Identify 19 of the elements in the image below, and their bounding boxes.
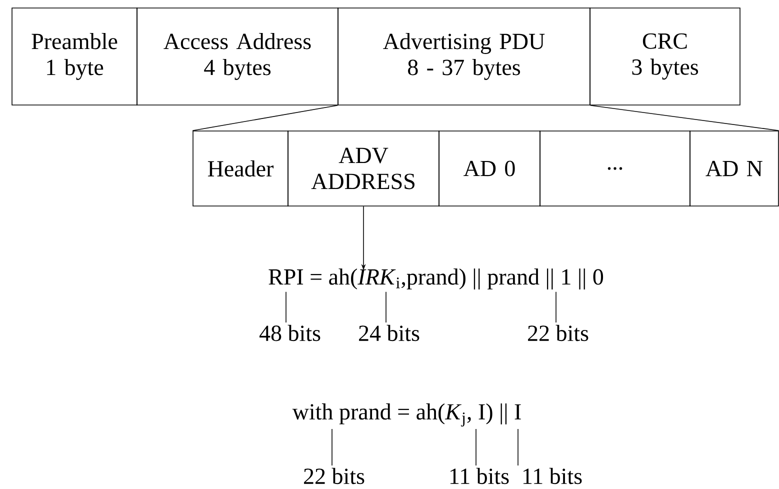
bit-length-label: 11 bits <box>523 468 582 484</box>
bit-length-label: 22 bits <box>528 324 588 342</box>
formula-text: RPI = ah(IRK$_{i}$,prand) || prand || 1 || 0 <box>268 268 604 290</box>
bit-length-label: 48 bits <box>259 324 320 342</box>
subfield-box: ... <box>540 130 690 206</box>
subfield-box: AD N <box>690 130 779 206</box>
bit-length-label: 11 bits <box>450 468 509 484</box>
field-box: Advertising PDU 8 - 37 bytes <box>338 8 590 106</box>
bit-length-label: 22 bits <box>304 468 364 484</box>
field-box: Access Address 4 bytes <box>136 8 338 106</box>
formula-text: with prand = ah(K$_{j}$, I) || I <box>292 403 521 427</box>
field-box: Preamble 1 byte <box>12 8 138 106</box>
subfield-box: AD 0 <box>438 130 540 206</box>
bit-length-label: 24 bits <box>359 324 420 342</box>
expansion-line <box>192 105 338 131</box>
expansion-line <box>590 105 779 131</box>
field-box: CRC 3 bytes <box>590 8 740 106</box>
subfield-box: Header <box>192 130 288 206</box>
subfield-box: ADV ADDRESS <box>288 130 440 206</box>
